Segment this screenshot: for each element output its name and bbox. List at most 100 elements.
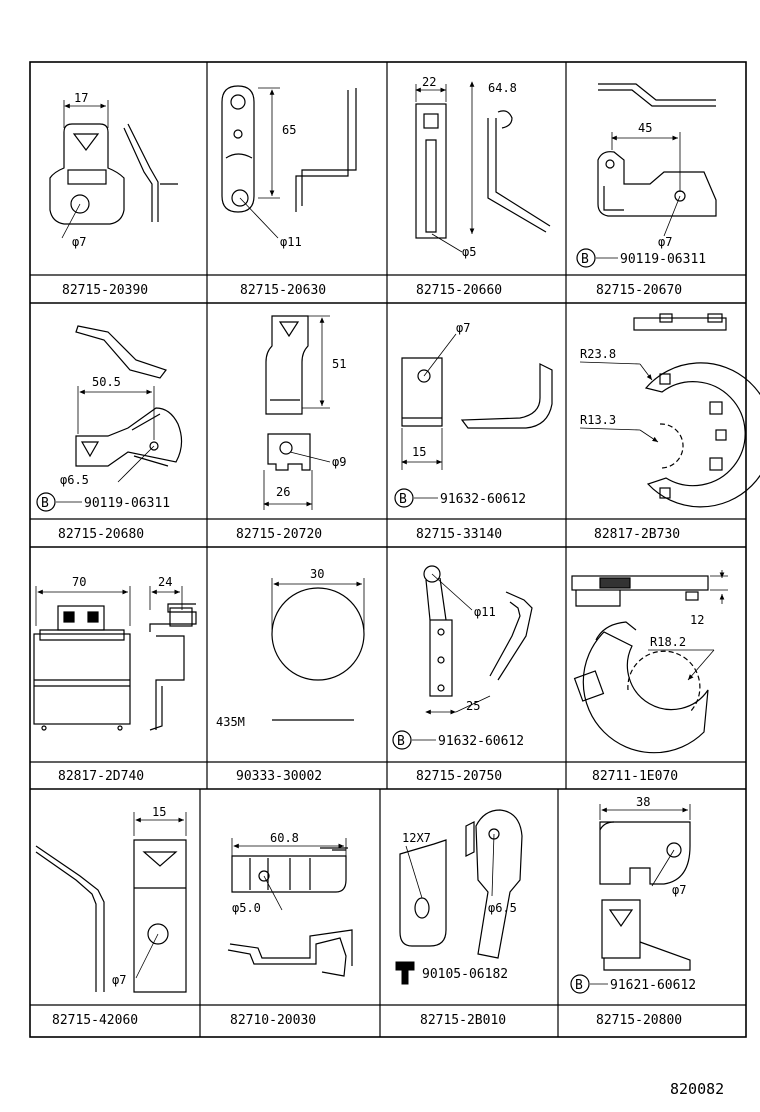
part-number: 82715-20750 — [416, 769, 502, 784]
ref-part-number: 91632-60612 — [440, 492, 526, 507]
ref-mark-circle — [36, 492, 56, 512]
cell-82715-20800: 38 φ7 B 91621-60612 82715-20800 — [570, 795, 696, 1028]
bracket-drawing — [35, 839, 187, 993]
ref-mark: B — [397, 734, 405, 749]
part-number: 82711-1E070 — [592, 769, 678, 784]
dimension-lines — [401, 333, 457, 470]
dimension-lines — [239, 87, 280, 239]
dimension-lines — [648, 570, 728, 681]
dim-depth: 24 — [158, 575, 172, 589]
part-number: 82715-20720 — [236, 527, 322, 542]
dim-hole: φ11 — [474, 605, 496, 619]
ref-mark-circle — [392, 730, 412, 750]
dimension-lines — [61, 100, 109, 239]
dimension-lines — [415, 81, 475, 253]
ref-part-number: 90119-06311 — [620, 252, 706, 267]
cell-82817-2D740: 70 24 82817-2D740 — [33, 575, 197, 784]
dimension-lines — [263, 315, 331, 510]
ref-mark: B — [399, 492, 407, 507]
part-number: 82715-42060 — [52, 1013, 138, 1028]
cell-82715-33140: φ7 15 B 91632-60612 82715-33140 — [394, 321, 553, 542]
dim-width: 70 — [72, 575, 86, 589]
ref-mark-circle — [394, 488, 414, 508]
bracket-drawing — [415, 103, 551, 239]
cell-82715-20390: 17 φ7 82715-20390 — [49, 91, 178, 298]
dim-width: 38 — [636, 795, 650, 809]
cell-82715-20680: 50.5 φ6.5 B 90119-06311 82715-20680 — [36, 325, 183, 542]
dim-width: 22 — [422, 75, 436, 89]
ref-part-number: 91632-60612 — [438, 734, 524, 749]
dim-hole: φ7 — [72, 235, 86, 249]
dim-height: 65 — [282, 123, 296, 137]
dim-height: 12 — [690, 613, 704, 627]
dim-hole: φ11 — [280, 235, 302, 249]
part-number: 82715-2B010 — [420, 1013, 506, 1028]
dim-width: 15 — [152, 805, 166, 819]
grid-lines — [29, 61, 747, 1038]
part-number: 82710-20030 — [230, 1013, 316, 1028]
bracket-drawing — [399, 809, 523, 959]
ref-mark: B — [581, 252, 589, 267]
dim-height: 51 — [332, 357, 346, 371]
cell-82715-42060: 15 φ7 82715-42060 — [35, 805, 187, 1028]
part-number: 82715-20660 — [416, 283, 502, 298]
bracket-drawing — [423, 565, 533, 697]
dim-height: 64.8 — [488, 81, 517, 95]
dim-outer-radius: R23.8 — [580, 347, 616, 361]
ref-part-number: 90105-06182 — [422, 967, 508, 982]
dim-diameter: 30 — [310, 567, 324, 581]
part-number: 82715-20630 — [240, 283, 326, 298]
dim-hole: φ5 — [462, 245, 476, 259]
dimension-lines — [77, 386, 155, 483]
dim-width: 25 — [466, 699, 480, 713]
dimension-lines — [133, 812, 187, 979]
dim-hole: φ6.5 — [60, 473, 89, 487]
bolt-icon — [395, 961, 415, 985]
bracket-drawing — [33, 603, 197, 731]
bracket-drawing — [227, 847, 353, 977]
dim-length: 435M — [216, 715, 245, 729]
dim-hole: φ7 — [456, 321, 470, 335]
cell-82715-20720: 51 φ9 26 82715-20720 — [236, 315, 346, 542]
cell-82715-20670: 45 φ7 B 90119-06311 82715-20670 — [576, 83, 717, 298]
dim-width: 17 — [74, 91, 88, 105]
dimension-lines — [611, 132, 681, 237]
cell-82711-1E070: 12 R18.2 82711-1E070 — [571, 570, 728, 784]
dim-hole: φ6.5 — [488, 901, 517, 915]
bracket-drawing — [75, 325, 183, 467]
bracket-drawing — [221, 85, 357, 213]
bracket-drawing — [401, 357, 553, 429]
dimension-lines — [231, 838, 347, 911]
cell-82715-20660: 22 64.8 φ5 82715-20660 — [415, 75, 551, 298]
cell-90333-30002: 30 435M 90333-30002 — [216, 567, 365, 784]
part-number: 82715-33140 — [416, 527, 502, 542]
part-number: 82715-20680 — [58, 527, 144, 542]
ref-mark-circle — [570, 974, 590, 994]
clamp-drawing — [571, 575, 709, 754]
cell-82715-20750: φ11 25 B 91632-60612 82715-20750 — [392, 565, 533, 784]
bracket-drawing — [597, 83, 717, 217]
cell-82710-20030: 60.8 φ5.0 82710-20030 — [227, 831, 353, 1028]
dim-hole: φ7 — [672, 883, 686, 897]
dimension-lines — [425, 573, 491, 715]
ref-mark-circle — [576, 248, 596, 268]
dimension-lines — [271, 578, 365, 630]
dim-hole: φ7 — [112, 973, 126, 987]
dim-radius: R18.2 — [650, 635, 686, 649]
dim-width: 45 — [638, 121, 652, 135]
cap-drawing — [271, 587, 365, 721]
dimension-lines — [35, 586, 183, 626]
dimension-lines — [405, 833, 495, 899]
part-number: 90333-30002 — [236, 769, 322, 784]
part-number: 82817-2D740 — [58, 769, 144, 784]
ref-part-number: 90119-06311 — [84, 496, 170, 511]
dimension-lines — [579, 361, 659, 443]
cell-82817-2B730: R23.8 R13.3 82817-2B730 — [579, 313, 760, 542]
dim-width: 15 — [412, 445, 426, 459]
bracket-drawing — [599, 821, 691, 971]
dim-width: 26 — [276, 485, 290, 499]
dim-hole: φ9 — [332, 455, 346, 469]
cell-82715-20630: 65 φ11 82715-20630 — [221, 85, 357, 298]
ref-part-number: 91621-60612 — [610, 978, 696, 993]
bracket-drawing — [633, 313, 760, 508]
